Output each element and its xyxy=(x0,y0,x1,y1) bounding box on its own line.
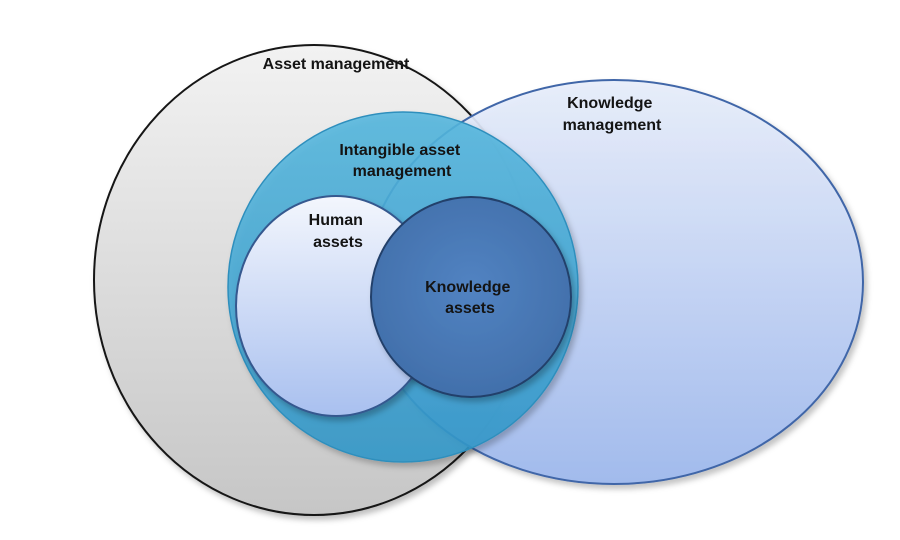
knowledge-assets-label: Knowledge assets xyxy=(425,279,515,317)
knowledge-management-label: Knowledge management xyxy=(563,95,662,134)
knowledge-assets-circle xyxy=(370,196,572,398)
knowledge-assets-set xyxy=(370,196,572,398)
intangible-asset-management-label-line-1: Intangible asset xyxy=(339,142,461,159)
asset-management-label: Asset management xyxy=(263,56,410,73)
asset-management-label-line: Asset management xyxy=(263,56,410,73)
knowledge-assets-label-line-1: Knowledge xyxy=(425,279,510,296)
knowledge-management-label-line-2: management xyxy=(563,117,662,134)
human-assets-label: Human assets xyxy=(309,212,368,251)
knowledge-management-label-line-1: Knowledge xyxy=(567,95,652,112)
human-assets-label-line-2: assets xyxy=(313,234,363,251)
intangible-asset-management-label: Intangible asset management xyxy=(339,142,464,180)
intangible-asset-management-label-line-2: management xyxy=(353,163,452,180)
human-assets-label-line-1: Human xyxy=(309,212,363,229)
knowledge-assets-label-line-2: assets xyxy=(445,300,495,317)
